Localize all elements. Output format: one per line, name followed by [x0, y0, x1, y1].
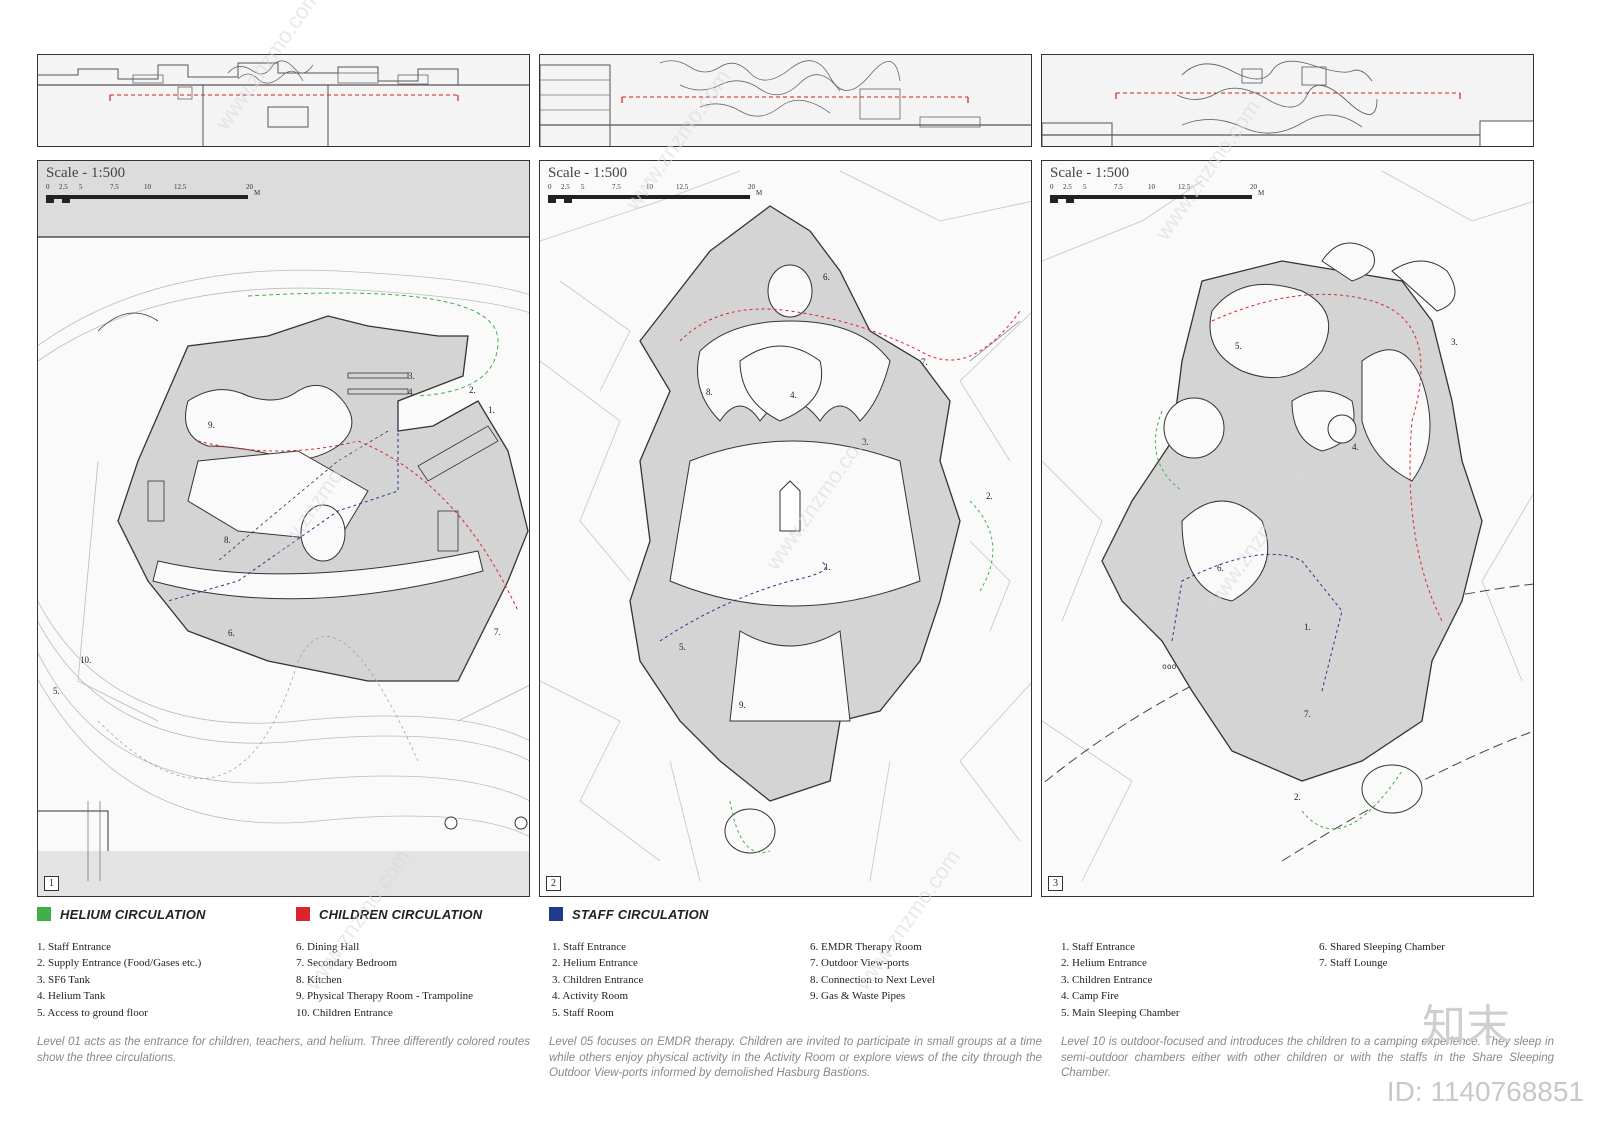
list-item: 6. EMDR Therapy Room [810, 941, 922, 953]
list-item: 3. Children Entrance [1061, 973, 1153, 986]
legend-staff: STAFF CIRCULATION [549, 907, 709, 922]
panel-number: 2 [546, 876, 561, 891]
list-item: 3. SF6 Tank [37, 973, 91, 986]
children-swatch [296, 907, 310, 921]
helium-swatch [37, 907, 51, 921]
level5-list-a: 1. Staff Entrance 2. Helium Entrance 3. … [552, 939, 643, 1021]
level1-description: Level 01 acts as the entrance for childr… [37, 1036, 530, 1064]
list-item: 7. Secondary Bedroom [296, 957, 398, 970]
section-strip-2 [539, 54, 1032, 147]
level10-list-a: 1. Staff Entrance 2. Helium Entrance 3. … [1061, 939, 1180, 1021]
list-item: 2. Supply Entrance (Food/Gases etc.) [37, 957, 202, 970]
list-item: 7. Outdoor View-ports [810, 957, 910, 970]
scale-label: Scale - 1:500 [1050, 165, 1130, 181]
list-item: 1. Staff Entrance [37, 941, 112, 953]
watermark-logo: 知末 [1422, 1002, 1510, 1051]
list-item: 4. Activity Room [552, 990, 629, 1003]
list-item: 1. Staff Entrance [552, 941, 627, 953]
list-item: 4. Camp Fire [1061, 990, 1119, 1003]
list-item: 2. Helium Entrance [552, 957, 638, 970]
level10-description: Level 10 is outdoor-focused and introduc… [1061, 1036, 1554, 1079]
list-item: 3. Children Entrance [552, 973, 644, 986]
list-item: 5. Access to ground floor [37, 1006, 148, 1019]
list-item: 7. Staff Lounge [1319, 957, 1388, 970]
legend-helium: HELIUM CIRCULATION [37, 907, 206, 922]
list-item: 6. Dining Hall [296, 941, 360, 953]
floor-plan-level-05: Scale - 1:500 0 2.5 5 7.5 10 12.5 20 M 1… [539, 160, 1032, 897]
section-strip-3 [1041, 54, 1534, 147]
floor-plan-level-01: Scale - 1:500 0 2.5 5 7.5 10 12.5 20 M 1… [37, 160, 530, 897]
list-item: 9. Gas & Waste Pipes [810, 990, 906, 1003]
list-item: 4. Helium Tank [37, 990, 106, 1003]
level1-list-b: 6. Dining Hall 7. Secondary Bedroom 8. K… [296, 939, 473, 1021]
list-item: 2. Helium Entrance [1061, 957, 1147, 970]
level1-list-a: 1. Staff Entrance 2. Supply Entrance (Fo… [37, 939, 201, 1021]
floor-plan-level-10: ooo Scale - 1:500 0 2.5 5 7.5 10 12.5 20… [1041, 160, 1534, 897]
scale-label: Scale - 1:500 [46, 165, 126, 181]
legend-children: CHILDREN CIRCULATION [296, 907, 482, 922]
list-item: 1. Staff Entrance [1061, 941, 1136, 953]
level5-description: Level 05 focuses on EMDR therapy. Childr… [549, 1036, 1042, 1079]
list-item: 9. Physical Therapy Room - Trampoline [296, 990, 474, 1003]
level10-list-b: 6. Shared Sleeping Chamber 7. Staff Loun… [1319, 939, 1445, 972]
list-item: 8. Kitchen [296, 973, 342, 986]
watermark-id: ID: 1140768851 [1386, 1076, 1584, 1107]
scale-label: Scale - 1:500 [548, 165, 628, 181]
list-item: 6. Shared Sleeping Chamber [1319, 941, 1445, 953]
list-item: 5. Main Sleeping Chamber [1061, 1006, 1180, 1019]
list-item: 10. Children Entrance [296, 1006, 393, 1019]
list-item: 8. Connection to Next Level [810, 973, 935, 986]
staff-swatch [549, 907, 563, 921]
panel-number: 3 [1048, 876, 1063, 891]
svg-text:ooo: ooo [1162, 662, 1177, 671]
list-item: 5. Staff Room [552, 1006, 614, 1019]
panel-number: 1 [44, 876, 59, 891]
level5-list-b: 6. EMDR Therapy Room 7. Outdoor View-por… [810, 939, 935, 1005]
section-strip-1 [37, 54, 530, 147]
